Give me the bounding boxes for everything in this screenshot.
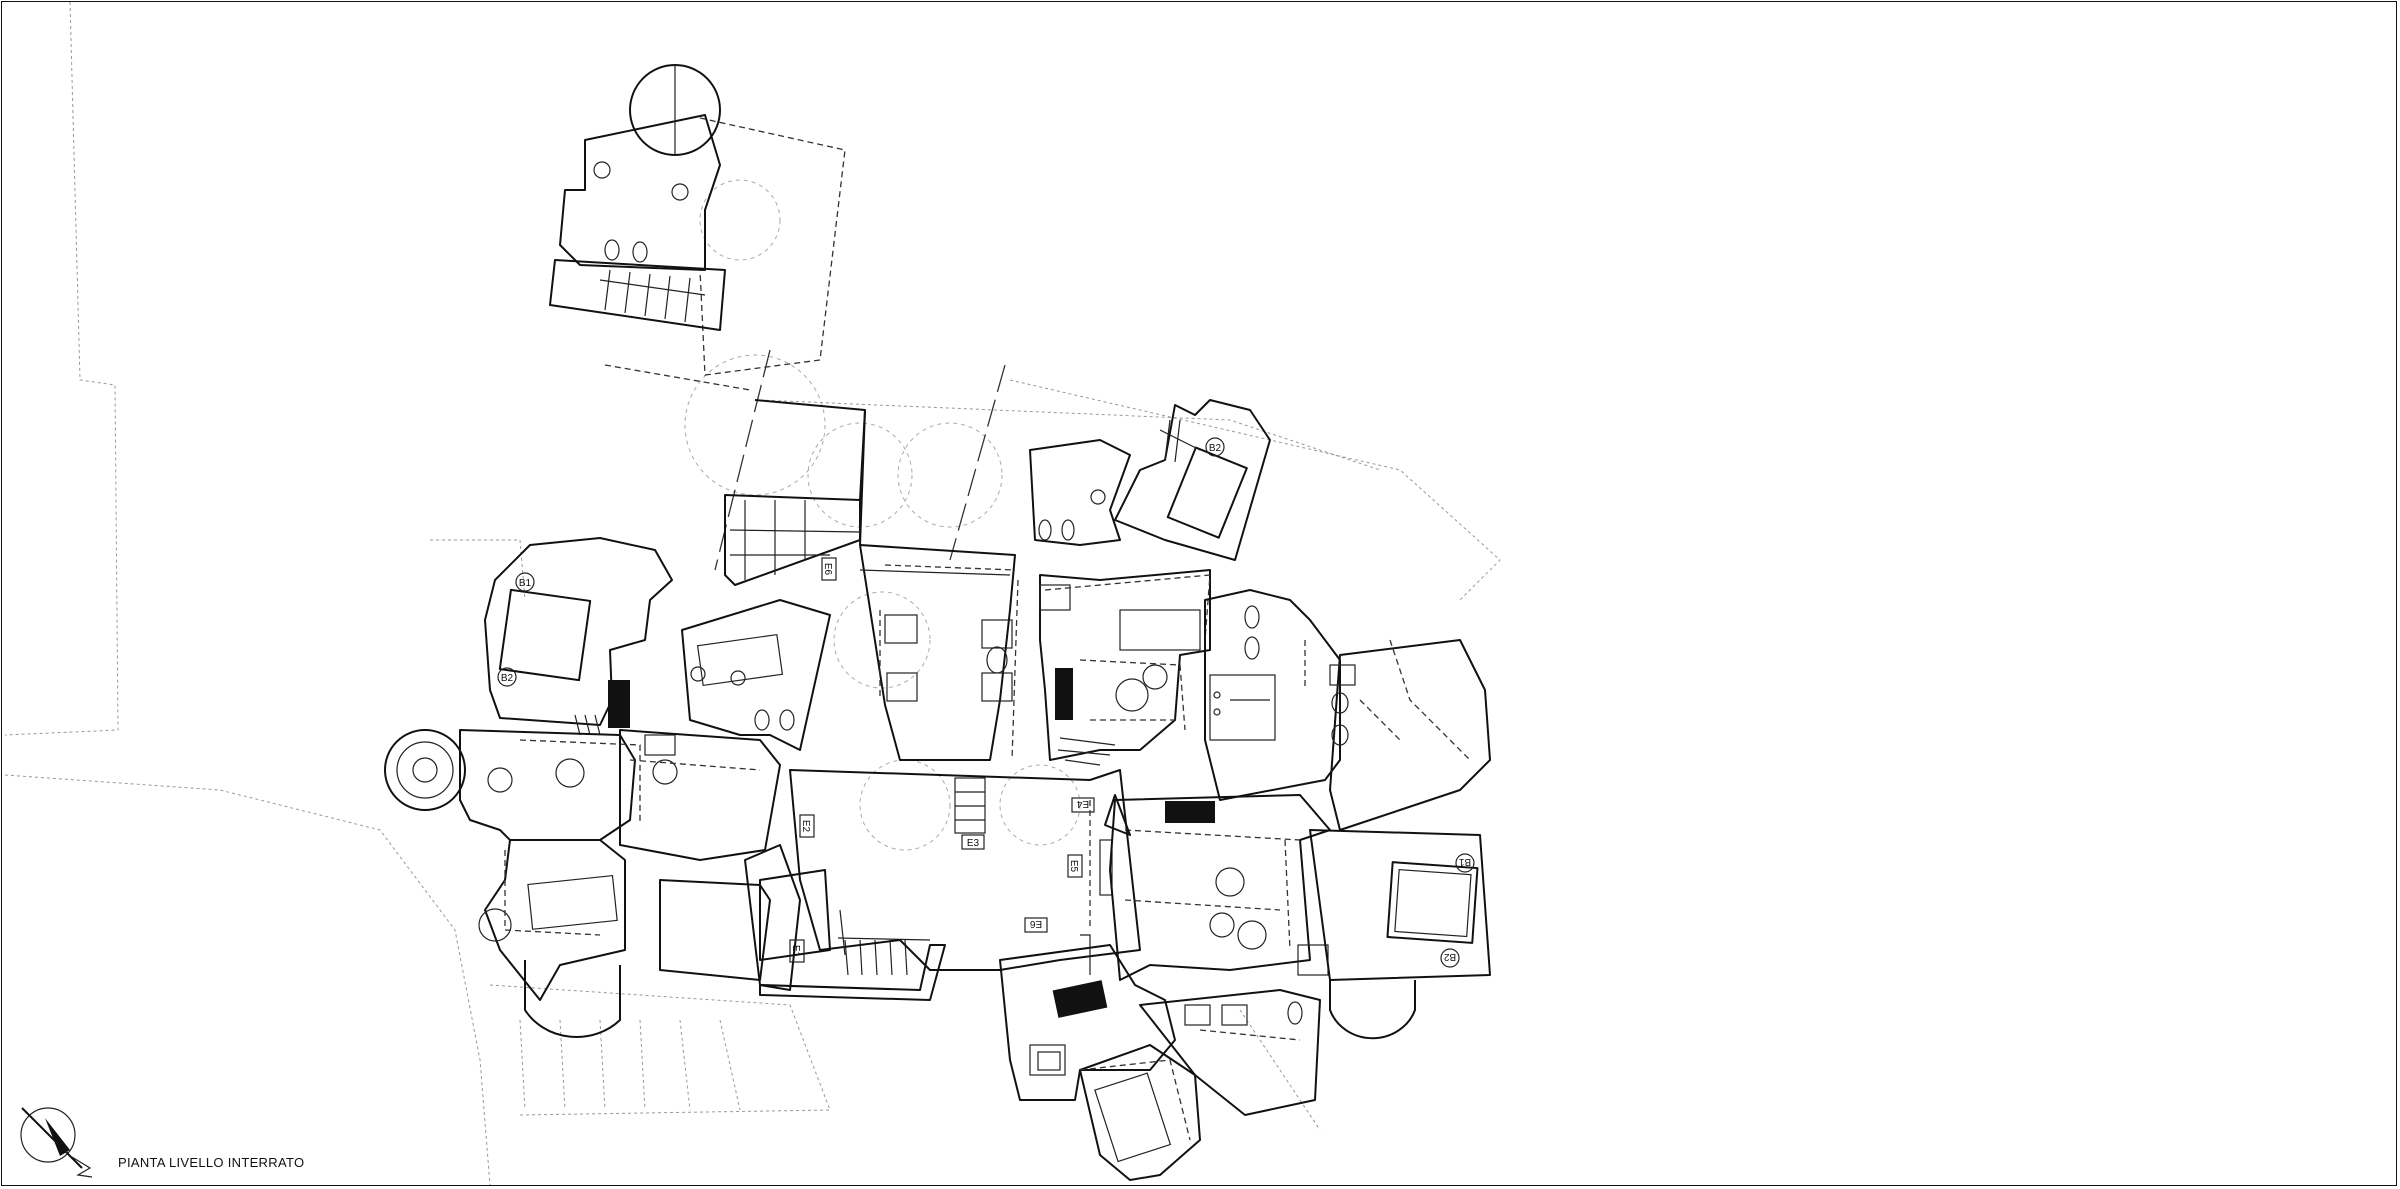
ramp-label: E3 (967, 838, 980, 849)
ramp-label: E6 (822, 563, 833, 576)
ramp-label: E2 (800, 820, 811, 833)
circulation (839, 909, 1091, 975)
right-wing (1104, 589, 1491, 1040)
room-tag: B1 (1458, 856, 1471, 867)
ramp-label: E5 (1068, 860, 1079, 873)
ramp-label: E4 (1076, 798, 1089, 809)
room-tag: B2 (1443, 951, 1456, 962)
central-left-rooms (619, 599, 946, 1001)
left-wing (384, 537, 673, 1038)
tree-canopies (684, 179, 1081, 851)
ramp-label: E6 (1029, 918, 1042, 929)
site-boundary-lines (4, 1, 1501, 1186)
room-tags: B1 B2 B2 B1 B2 (497, 437, 1475, 968)
room-tag: B2 (501, 673, 514, 684)
central-core (724, 494, 1141, 971)
bottom-center-rooms (999, 944, 1321, 1181)
right-center-rooms (1029, 399, 1271, 766)
ramp-labels: E1 E2 E3 E4 E5 E6 E6 (789, 557, 1095, 963)
guest-house (549, 64, 846, 391)
drawing-title: PIANTA LIVELLO INTERRATO (118, 1155, 305, 1170)
north-arrow-icon (20, 1107, 93, 1178)
ramp-label: E1 (790, 945, 801, 958)
room-tag: B2 (1209, 443, 1222, 454)
room-tag: B1 (519, 578, 532, 589)
